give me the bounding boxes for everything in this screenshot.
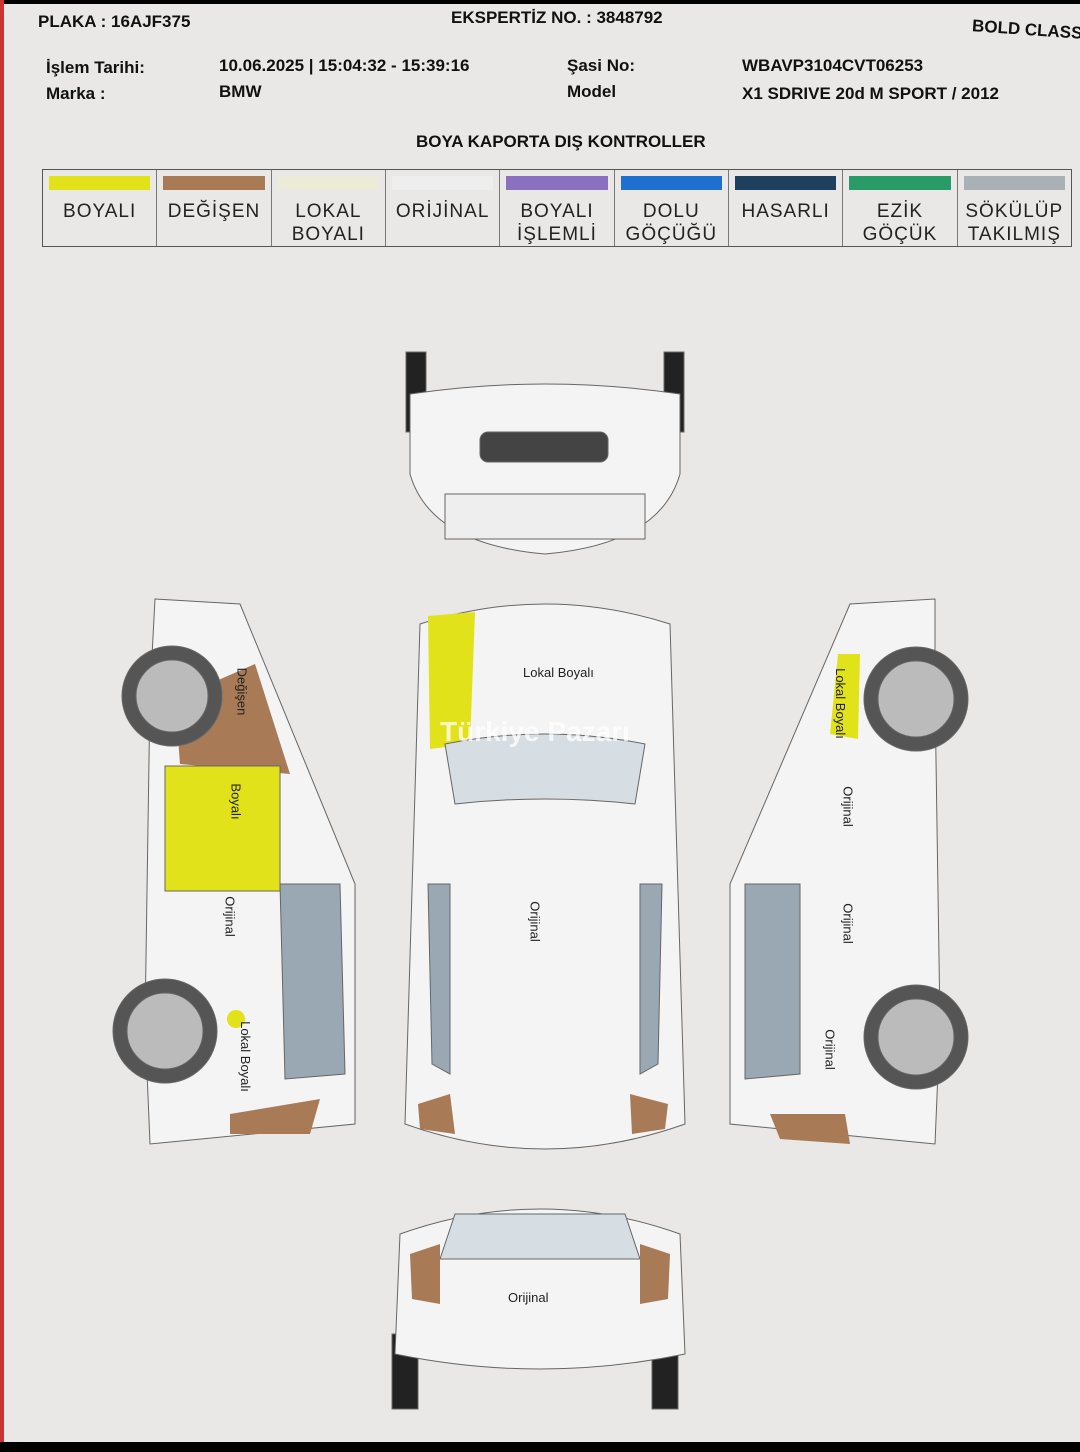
legend-swatch	[391, 176, 494, 190]
part-right-rear-fender: Orijinal	[822, 1029, 838, 1070]
watermark: Türkiye Pazarı	[440, 716, 630, 747]
islem-label: İşlem Tarihi:	[46, 58, 145, 77]
legend-label-line2: BOYALI	[291, 224, 365, 245]
part-hood: Lokal Boyalı	[523, 665, 594, 680]
right-side-view	[729, 598, 969, 1145]
legend-label: SÖKÜLÜP	[965, 201, 1064, 222]
part-right-front-fender: Lokal Boyalı	[832, 668, 848, 739]
model-value: X1 SDRIVE 20d M SPORT / 2012	[742, 84, 999, 103]
sasi-label: Şasi No:	[567, 56, 636, 75]
legend-item: HASARLI	[729, 170, 844, 246]
part-right-rear-door: Orijinal	[840, 903, 856, 944]
left-side-view	[112, 598, 356, 1145]
part-right-front-door: Orijinal	[840, 786, 856, 827]
legend-label: EZİK	[876, 201, 924, 222]
marka-label: Marka :	[46, 84, 106, 103]
part-left-front-door: Boyalı	[228, 783, 244, 820]
front-view	[405, 351, 685, 555]
marka-value: BMW	[219, 82, 262, 101]
legend-swatch	[506, 176, 608, 190]
edge	[0, 0, 4, 1452]
legend-item: DEĞİŞEN	[157, 170, 272, 246]
legend-swatch	[734, 176, 837, 190]
bottom-bar	[0, 1442, 1080, 1452]
ekspertiz-no: EKSPERTİZ NO. : 3848792	[451, 8, 663, 27]
part-roof: Orijinal	[527, 901, 543, 942]
inspection-report: PLAKA : 16AJF375 EKSPERTİZ NO. : 3848792…	[0, 4, 1080, 1442]
legend-swatch	[620, 176, 722, 190]
legend-swatch	[963, 176, 1065, 190]
sasi-value: WBAVP3104CVT06253	[742, 56, 924, 75]
legend-label-line2: İŞLEMLİ	[517, 224, 597, 245]
part-left-rear-door: Orijinal	[222, 896, 238, 937]
legend-swatch	[163, 176, 265, 190]
part-rear: Orijinal	[508, 1290, 549, 1305]
part-left-front-fender: Değişen	[234, 667, 250, 716]
legend-label: LOKAL	[295, 201, 362, 222]
legend-item: BOYALI	[43, 170, 158, 246]
legend-label: HASARLI	[741, 201, 830, 222]
model-label: Model	[567, 82, 617, 101]
legend-label: BOYALI	[63, 201, 137, 222]
part-left-rear-fender: Lokal Boyalı	[237, 1021, 253, 1092]
legend-label-line2: TAKILMIŞ	[967, 224, 1061, 245]
legend-label: DEĞİŞEN	[167, 201, 261, 222]
legend-swatch	[849, 176, 951, 190]
car-diagram	[112, 351, 969, 1410]
legend-label-line2: GÖÇÜK	[862, 224, 938, 245]
section-title: BOYA KAPORTA DIŞ KONTROLLER	[416, 132, 706, 151]
legend-swatch	[49, 176, 151, 190]
legend-label: BOYALI	[520, 201, 594, 222]
top-view	[404, 603, 686, 1150]
legend-label: ORİJİNAL	[395, 201, 490, 222]
legend-swatch	[277, 176, 379, 190]
legend-item: ORİJİNAL	[386, 170, 501, 246]
legend-label: DOLU	[642, 201, 700, 222]
rear-view	[391, 1208, 686, 1410]
plate: PLAKA : 16AJF375	[38, 12, 191, 31]
islem-value: 10.06.2025 | 15:04:32 - 15:39:16	[219, 56, 470, 75]
legend-label-line2: GÖÇÜĞÜ	[625, 224, 718, 245]
